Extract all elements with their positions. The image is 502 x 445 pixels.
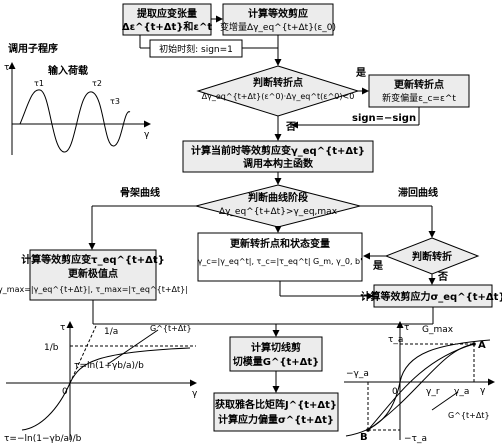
sign-flip-label: sign=−sign [352,113,416,124]
yes-label-1: 是 [355,67,366,79]
judge-turn2-text: 判断转折 [412,250,452,263]
update-state-line-1: 更新转折点和状态变量 [230,237,330,250]
backbone-compute-box: 计算等效剪应变τ_eq^{t+Δt} 更新极值点 γ_max=|γ_eq^{t+… [0,249,188,301]
backbone-initial-slope [69,325,97,384]
judge-turn-line-1: 判断转折点 [253,76,303,89]
hyst-g-label: G^{t+Δt} [448,411,490,420]
compute-current-line-2: 调用本构主函数 [243,157,314,170]
hyst-gr-label: γ_r [426,387,440,397]
increment-line-2: 变增量Δγ_eq^{t+Δt}(ε_0) [220,21,336,33]
extract-line-2: Δε^{t+Δt}和ε^t [122,20,213,33]
load-x-label: γ [144,130,150,140]
jacobian-box: 获取雅各比矩阵J^{t+Δt} 计算应力偏量σ^{t+Δt} [213,392,339,432]
load-waveform [19,89,131,153]
judge-turn-diamond: 判断转折点 Δγ_eq^{t+Δt}(ε^0)·Δγ_eq^t(ε^0)<0 [196,65,360,117]
tangent-line-1: 计算切线剪 [251,341,301,354]
backbone-x-label: γ [192,389,198,399]
hyst-b-label: B [360,432,368,443]
extract-strain-box: 提取应变张量 Δε^{t+Δt}和ε^t [122,3,213,36]
hyst-a-label: A [478,340,486,351]
hyst-neg-taua-label: −τ_a [404,434,427,444]
load-tau1: τ1 [34,79,44,88]
judge-turn2-diamond: 判断转折 [384,237,480,275]
hyst-neg-ga-label: −γ_a [346,369,369,379]
compute-current-box: 计算当前时等效剪应变γ_eq^{t+Δt} 调用本构主函数 [182,140,374,173]
hysteresis-plot: τ γ G_max τ_a −τ_a γ_a −γ_a γ_r A B G^{t… [344,321,495,444]
load-tau2: τ2 [92,79,102,88]
compute-current-line-1: 计算当前时等效剪应变γ_eq^{t+Δt} [191,144,365,157]
backbone-y-label: τ [60,323,65,333]
update-turn-box: 更新转折点 新变偏量ε_c=ε^t [368,74,470,108]
no-label-1: 否 [285,121,296,133]
hyst-origin: 0 [392,387,398,397]
update-turn-line-1: 更新转折点 [394,78,444,91]
jacobian-line-2: 计算应力偏量σ^{t+Δt} [218,413,334,426]
backbone-line-2: 更新极值点 [68,267,118,280]
no-label-2: 否 [437,271,448,283]
backbone-origin: 0 [62,387,68,397]
hyst-y-label: τ [404,323,409,333]
backbone-slope-label: 1/a [104,327,118,337]
backbone-line-3: γ_max=|γ_eq^{t+Δt}|, τ_max=|τ_eq^{t+Δt}| [0,285,188,294]
initial-box: 初始时刻: sign=1 [149,39,243,58]
compute-stress-box: 计算等效剪应力σ_eq^{t+Δt} [360,284,502,308]
hyst-taua-label: τ_a [388,335,403,345]
update-turn-line-2: 新变偏量ε_c=ε^t [382,92,456,104]
backbone-upper-eq: τ=ln(1+γb/a)/b [74,361,144,371]
hyst-point-a-dot [472,342,476,346]
judge-stage-line-2: Δγ_eq^{t+Δt}>γ_eq,max [219,207,338,217]
hysteresis-label: 滞回曲线 [398,186,438,199]
initial-text: 初始时刻: sign=1 [159,43,233,55]
backbone-lower-eq: τ=−ln(1−γb/a)/b [4,434,82,444]
load-title: 输入荷载 [48,64,88,77]
load-tau3: τ3 [110,97,120,106]
hyst-tangent [431,391,459,411]
compute-stress-text: 计算等效剪应力σ_eq^{t+Δt} [360,290,502,303]
backbone-line-1: 计算等效剪应变τ_eq^{t+Δt} [21,253,165,266]
hyst-lower-branch [367,343,475,431]
input-load-plot: 输入荷载 τ γ τ1 τ2 τ3 [4,62,151,155]
backbone-1b-label: 1/b [44,343,59,353]
load-y-label: τ [4,63,9,73]
extract-line-1: 提取应变张量 [137,7,197,20]
backbone-plot: τ γ 1/b 1/a G^{t+Δt} τ=ln(1+γb/a)/b τ=−l… [4,321,198,444]
jacobian-line-1: 获取雅各比矩阵J^{t+Δt} [214,398,337,411]
tangent-line-2: 切模量G^{t+Δt} [233,355,320,368]
hyst-ga-label: γ_a [454,387,469,397]
update-state-box: 更新转折点和状态变量 γ_c=|γ_eq^t|, τ_c=|τ_eq^t| G_… [197,232,363,282]
tangent-box: 计算切线剪 切模量G^{t+Δt} [229,336,323,372]
hyst-x-label: γ [480,386,486,396]
call-subroutine-label: 调用子程序 [8,42,58,55]
update-state-line-2: γ_c=|γ_eq^t|, τ_c=|τ_eq^t| G_m, γ_0, b' [198,257,363,266]
judge-stage-line-1: 判断曲线阶段 [248,191,308,204]
judge-turn-line-2: Δγ_eq^{t+Δt}(ε^0)·Δγ_eq^t(ε^0)<0 [202,92,355,101]
compute-increment-box: 计算等效剪应 变增量Δγ_eq^{t+Δt}(ε_0) [220,3,336,36]
hyst-gmax: G_max [422,325,454,335]
judge-stage-diamond: 判断曲线阶段 Δγ_eq^{t+Δt}>γ_eq,max [195,184,361,228]
backbone-g-label: G^{t+Δt} [150,324,192,333]
backbone-label: 骨架曲线 [120,186,160,199]
hyst-point-b-dot [366,428,370,432]
backbone-tangent [107,329,159,365]
yes-label-2: 是 [372,260,383,272]
increment-line-1: 计算等效剪应 [248,7,308,20]
